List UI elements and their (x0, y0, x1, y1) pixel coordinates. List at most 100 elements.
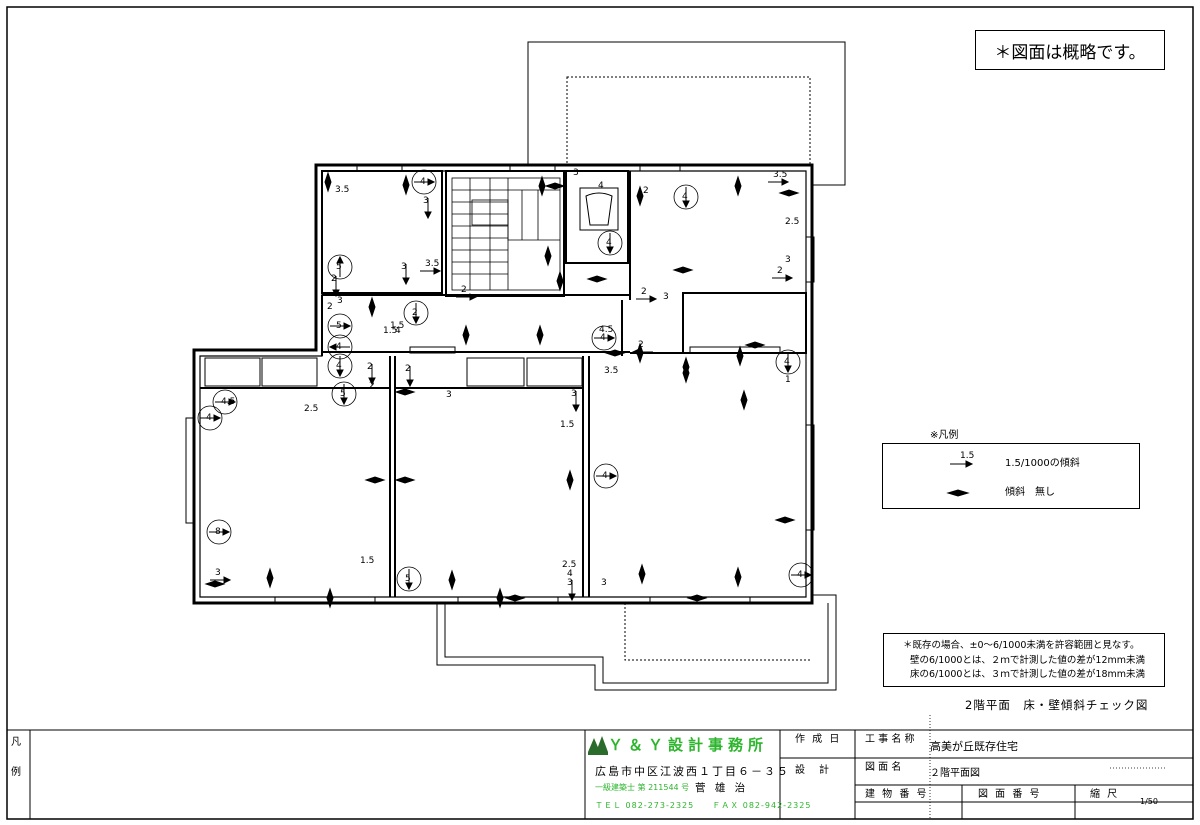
flat-mark (394, 388, 416, 396)
arrow-head (223, 576, 232, 584)
arrow-head (222, 528, 231, 536)
measurement-value: 2 (412, 308, 418, 318)
flat-mark (736, 345, 744, 367)
measurement-value: 1.5 (560, 420, 575, 430)
measurement-value: 4 (600, 333, 606, 343)
legend-symbols (946, 460, 974, 497)
arrow-head (412, 316, 420, 325)
arrow-head (228, 398, 237, 406)
measurement-value: 1.5 (360, 556, 375, 566)
measurement-value: 1.5 (383, 326, 398, 336)
reading-circle (331, 381, 357, 407)
measurement-value: 2 (331, 274, 337, 284)
staircase (451, 177, 561, 291)
firm-address: 広島市中区江波西１丁目６－３５ (595, 765, 790, 778)
flat-mark (734, 566, 742, 588)
flat-mark (448, 569, 456, 591)
reading-circle (593, 463, 619, 489)
reading-circle (212, 389, 238, 415)
arrow-head (784, 365, 792, 374)
firm-contact: ＴＥＬ 082-273-2325 ＦＡＸ 082-942-2325 (595, 801, 812, 810)
measurement-value: 3 (401, 262, 407, 272)
architect-name: 菅 雄 治 (695, 782, 749, 794)
firm-name: Ｙ＆Ｙ設計事務所 (608, 736, 769, 754)
measurement-value: 4 (336, 342, 342, 352)
toilet (579, 187, 619, 231)
flat-mark (462, 324, 470, 346)
flat-mark (686, 594, 708, 602)
measurement-value: 4 (606, 238, 612, 248)
flat-mark (744, 341, 766, 349)
legend-label-1: 凡 (11, 737, 21, 748)
arrow-head (572, 404, 580, 413)
measurement-value: 4.5 (221, 397, 236, 407)
measurement-value: 5 (336, 262, 342, 272)
measurement-value: 1 (785, 375, 791, 385)
exterior-walls (192, 163, 814, 605)
arrow-head (402, 277, 410, 286)
flat-mark (566, 469, 574, 491)
arrow-head (405, 582, 413, 591)
arrow-head (682, 200, 690, 209)
reading-circle (411, 169, 437, 195)
measurement-value: 2 (369, 381, 375, 391)
measurement-value: 5 (405, 574, 411, 584)
reading-circle (206, 519, 232, 545)
measurement-value: 2 (643, 186, 649, 196)
interior-walls (200, 170, 807, 597)
measurement-value: 4.5 (599, 325, 614, 335)
firm-logo-icon (588, 736, 608, 755)
reading-circle (775, 349, 801, 375)
flat-mark (636, 185, 644, 207)
scale-label: 縮 尺 (1090, 789, 1120, 800)
reading-circle (327, 353, 353, 379)
measurement-value: 2.5 (304, 404, 319, 414)
arrow-head (649, 295, 658, 303)
reading-circle (403, 300, 429, 326)
reading-circle (673, 184, 699, 210)
arrow-head (804, 571, 813, 579)
reading-circle (327, 254, 353, 280)
arrow-head (607, 334, 616, 342)
flat-mark (672, 266, 694, 274)
measurement-value: 4 (682, 192, 688, 202)
reading-circle (197, 405, 223, 431)
flat-mark (504, 594, 526, 602)
reading-circle (788, 562, 814, 588)
arrow-head (336, 369, 344, 378)
measurement-value: 4 (784, 357, 790, 367)
measurement-value: 3 (337, 296, 343, 306)
measurement-value: 8 (215, 527, 221, 537)
flat-mark (402, 174, 410, 196)
tolerance-line-1: ＊既存の場合、±0〜6/1000未満を許容範囲と見なす。 (903, 640, 1140, 651)
measurement-marks (197, 169, 814, 609)
flat-mark (544, 182, 566, 190)
flat-mark (778, 189, 800, 197)
measurement-value: 2.5 (562, 560, 577, 570)
measurement-value: 3.5 (335, 185, 350, 195)
tolerance-box (883, 633, 1165, 687)
flat-mark (368, 296, 376, 318)
legend-slope-text: 1.5/1000の傾斜 (1005, 458, 1080, 469)
measurement-value: 3 (423, 196, 429, 206)
measurement-value: 3 (601, 578, 607, 588)
scale-value: 1/50 (1140, 797, 1158, 806)
measurement-value: 3.5 (773, 170, 788, 180)
drawing-no-label: 図 面 番 号 (978, 789, 1042, 800)
drawing-name: ２階平面図 (930, 768, 980, 779)
arrow-head (343, 322, 352, 330)
arrow-head (781, 178, 790, 186)
reading-circle (396, 566, 422, 592)
arrow-head (433, 267, 442, 275)
arrow-head (785, 274, 794, 282)
measurement-value: 5 (340, 389, 346, 399)
measurement-value: 2 (405, 364, 411, 374)
arrow-head (340, 397, 348, 406)
arrow-head (427, 178, 436, 186)
measurement-value: 4 (206, 413, 212, 423)
flat-mark (394, 476, 416, 484)
measurement-value: 5 (336, 321, 342, 331)
measurement-value: 2 (327, 302, 333, 312)
measurement-value: 4 (336, 361, 342, 371)
measurement-value: 1.5 (390, 321, 405, 331)
